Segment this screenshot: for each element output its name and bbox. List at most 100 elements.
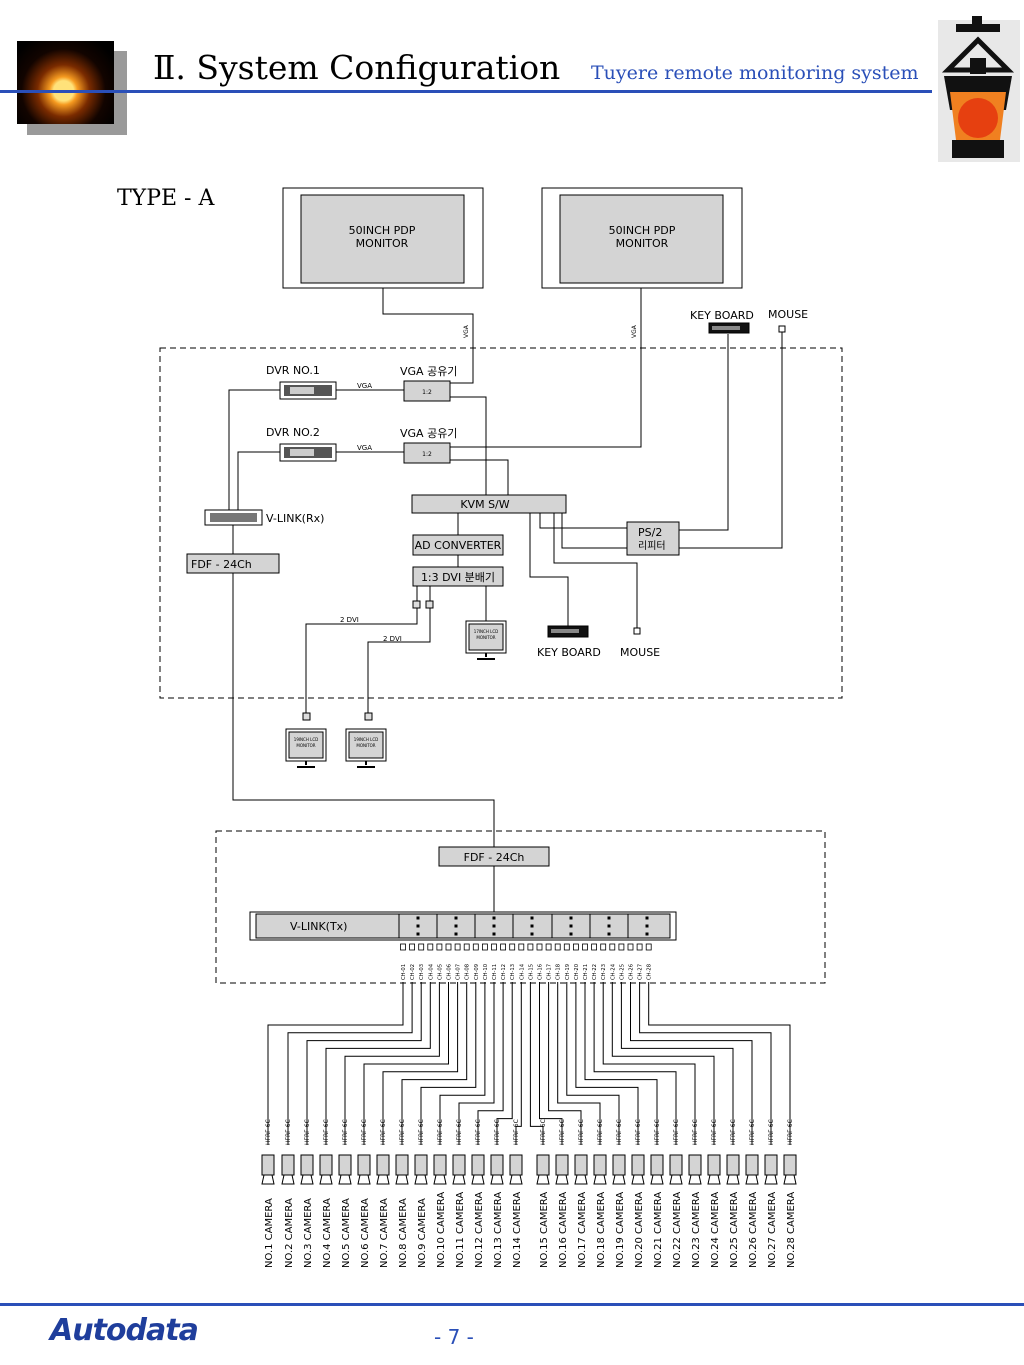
camera-label: NO.18 CAMERA [596,1192,607,1268]
svg-text:19INCH LCD: 19INCH LCD [354,737,378,742]
cable-type-label: HFRF-6C [749,1119,756,1145]
camera-icon [631,1154,645,1176]
footer-rule [0,1303,1024,1306]
cable-type-label: HFRF-6C [399,1119,406,1145]
vlink-port-dot [416,916,420,920]
channel-wire [306,982,422,1145]
channel-label: CH-24 [610,963,616,980]
camera-icon [593,1154,607,1176]
camera-lens-icon [726,1174,740,1185]
channel-connector [554,943,561,951]
camera-label: NO.20 CAMERA [634,1192,645,1268]
camera-lens-icon [688,1174,702,1185]
svg-text:AD CONVERTER: AD CONVERTER [415,539,502,552]
channel-label: CH-25 [619,964,625,980]
svg-text:50INCH PDP: 50INCH PDP [349,224,416,237]
channel-connector [591,943,597,951]
camera-icon [471,1154,485,1176]
camera-lens-icon [452,1174,466,1185]
camera-icon [783,1154,797,1176]
channel-label: CH-12 [501,964,507,980]
vlink-port-dot [645,932,649,936]
camera-label: NO.12 CAMERA [474,1192,485,1268]
camera-label: NO.14 CAMERA [512,1192,523,1268]
cable-type-label: HFRF-6C [616,1119,623,1145]
camera-lens-icon [338,1174,352,1185]
channel-label: CH-28 [647,964,653,980]
cable-type-label: HFRF-6C [475,1119,482,1145]
cable-type-label: HFRF-6C [494,1119,501,1145]
camera-lens-icon [745,1174,759,1185]
header-logo-thumbnail [17,41,127,135]
inner-keyboard-label: KEY BOARD [537,646,601,659]
vlink-port-dot [569,916,573,920]
camera-icon [509,1154,523,1176]
channel-label: CH-01 [401,964,407,980]
svg-text:VGA: VGA [357,444,372,452]
camera-label: NO.25 CAMERA [729,1192,740,1268]
camera-lens-icon [300,1174,314,1185]
svg-text:MONITOR: MONITOR [296,743,315,748]
camera-label: NO.23 CAMERA [691,1192,702,1268]
svg-text:2 DVI: 2 DVI [383,635,402,643]
kvm-switch [411,494,567,514]
svg-text:V-LINK(Tx): V-LINK(Tx) [290,920,347,933]
cable-type-label: HFRF-6C [559,1119,566,1145]
camera-label: NO.1 CAMERA [264,1198,275,1268]
svg-text:2 DVI: 2 DVI [340,616,359,624]
channel-connector [536,943,543,951]
channel-label: CH-09 [474,964,480,980]
camera-lens-icon [669,1174,683,1185]
vlink-port-dot [492,924,496,928]
channel-label: CH-14 [519,963,525,980]
channel-connector [509,943,516,951]
vlink-port-dot [569,932,573,936]
camera-icon [574,1154,588,1176]
vlink-tx-device [249,911,677,941]
channel-connector [409,943,416,951]
channel-connector [472,943,479,951]
camera-lens-icon [376,1174,390,1185]
camera-icon [376,1154,390,1176]
channel-label: CH-22 [592,964,598,980]
channel-connector [636,943,643,951]
control-room-boundary [159,347,843,699]
vlink-port-dot [454,932,458,936]
channel-wire [267,982,404,1145]
camera-label: NO.28 CAMERA [786,1192,797,1268]
vlink-rx-device [204,509,263,526]
channel-wire [548,982,582,1145]
channel-label: CH-10 [483,964,489,980]
channel-connector [418,943,425,951]
camera-lens-icon [281,1174,295,1185]
camera-label: NO.24 CAMERA [710,1192,721,1268]
channel-connector [600,943,607,951]
lcd-17-monitor: 17INCH LCD MONITOR [465,620,507,660]
camera-lens-icon [555,1174,569,1185]
system-diagram: 50INCH PDP MONITOR 50INCH PDP MONITOR VG… [159,187,843,1268]
camera-icon [395,1154,409,1176]
camera-icon [452,1154,466,1176]
camera-label: NO.11 CAMERA [455,1192,466,1268]
vlink-port-dot [416,932,420,936]
camera-lens-icon [650,1174,664,1185]
channel-wire [602,982,696,1145]
camera-lens-icon [414,1174,428,1185]
autodata-logo: Autodata [50,1313,199,1348]
camera-label: NO.17 CAMERA [577,1192,588,1268]
channel-connector [527,943,534,951]
cable-type-label: HFRF-6C [361,1119,368,1145]
channel-label: CH-06 [447,964,453,980]
cable-type-label: HFRF-6C [380,1119,387,1145]
vlink-port-dot [416,924,420,928]
furnace-logo-icon [934,14,1022,162]
dvr-2-device [279,443,337,462]
svg-text:VGA 공유기: VGA 공유기 [400,365,457,378]
vlink-port-dot [645,924,649,928]
camera-label: NO.10 CAMERA [436,1192,447,1268]
camera-lens-icon [490,1174,504,1185]
vlink-tx-ports [416,916,649,936]
inner-mouse-icon [633,627,641,635]
svg-text:MONITOR: MONITOR [476,635,495,640]
